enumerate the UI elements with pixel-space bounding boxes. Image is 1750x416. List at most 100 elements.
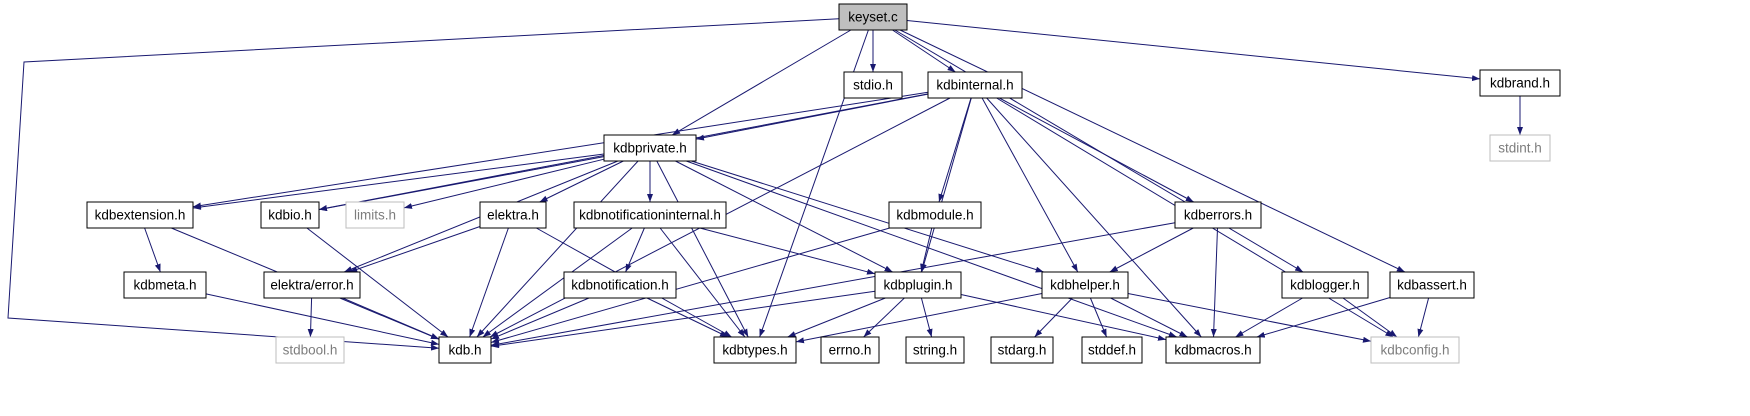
edge-kdbmodule_h-to-kdbplugin_h <box>920 227 933 273</box>
node-stdint_h[interactable]: stdint.h <box>1489 134 1551 162</box>
edge-kdbinternal_h-to-kdbplugin_h <box>921 97 972 273</box>
node-box-elektra_h <box>479 201 547 229</box>
node-box-kdbinternal_h <box>927 71 1023 99</box>
node-label-kdbconfig_h: kdbconfig.h <box>1380 343 1449 358</box>
node-kdbassert_h[interactable]: kdbassert.h <box>1389 271 1475 299</box>
node-stdio_h[interactable]: stdio.h <box>843 71 903 99</box>
node-label-kdbhelper_h: kdbhelper.h <box>1050 278 1120 293</box>
node-kdbmeta_h[interactable]: kdbmeta.h <box>123 271 207 299</box>
edge-kdbprivate_h-to-kdbhelper_h <box>691 160 1044 273</box>
edge-kdbplugin_h-to-kdb_h <box>490 290 876 349</box>
edge-kdbinternal_h-to-kdbmacros_h <box>986 97 1202 338</box>
edge-keyset_c-to-kdbrand_h <box>906 20 1481 82</box>
node-label-stdarg_h: stdarg.h <box>998 343 1047 358</box>
node-kdbplugin_h[interactable]: kdbplugin.h <box>874 271 962 299</box>
node-label-kdbmacros_h: kdbmacros.h <box>1174 343 1251 358</box>
edge-kdbio_h-to-kdb_h <box>306 227 449 338</box>
node-box-kdberrors_h <box>1174 201 1262 229</box>
node-kdbconfig_h[interactable]: kdbconfig.h <box>1370 336 1460 364</box>
edge-kdbinternal_h-to-kdbmodule_h <box>938 97 972 203</box>
node-label-kdb_h: kdb.h <box>448 343 481 358</box>
node-box-kdbtypes_h <box>713 336 797 364</box>
node-kdbrand_h[interactable]: kdbrand.h <box>1479 69 1561 97</box>
node-label-kdbtypes_h: kdbtypes.h <box>722 343 787 358</box>
node-kdb_h[interactable]: kdb.h <box>438 336 492 364</box>
node-limits_h[interactable]: limits.h <box>345 201 405 229</box>
edge-kdbplugin_h-to-kdbmacros_h <box>960 294 1167 341</box>
edge-kdbplugin_h-to-string_h <box>920 297 933 338</box>
node-label-kdbmeta_h: kdbmeta.h <box>133 278 196 293</box>
node-kdbmodule_h[interactable]: kdbmodule.h <box>888 201 982 229</box>
node-label-kdbio_h: kdbio.h <box>268 208 312 223</box>
node-box-stddef_h <box>1081 336 1143 364</box>
edge-kdbprivate_h-to-kdbmacros_h <box>686 160 1177 338</box>
edge-kdbassert_h-to-kdbconfig_h <box>1417 297 1430 338</box>
node-box-kdbnotification_h <box>563 271 677 299</box>
edge-kdbprivate_h-to-limits_h <box>403 158 605 209</box>
node-kdbnotificationinternal_h[interactable]: kdbnotificationinternal.h <box>573 201 727 229</box>
node-box-kdbnotificationinternal_h <box>573 201 727 229</box>
node-kdbhelper_h[interactable]: kdbhelper.h <box>1041 271 1129 299</box>
node-box-kdbrand_h <box>1479 69 1561 97</box>
edge-kdbhelper_h-to-stdarg_h <box>1034 297 1073 338</box>
edge-kdbprivate_h-to-elektra_h <box>539 160 624 203</box>
edge-kdbprivate_h-to-kdb_h <box>476 160 639 338</box>
node-kdblogger_h[interactable]: kdblogger.h <box>1281 271 1369 299</box>
node-errno_h[interactable]: errno.h <box>820 336 880 364</box>
node-box-kdbextension_h <box>86 201 194 229</box>
edge-kdbprivate_h-to-kdbio_h <box>318 156 605 212</box>
node-label-stddef_h: stddef.h <box>1088 343 1136 358</box>
node-box-elektra_error_h <box>263 271 361 299</box>
node-label-stdio_h: stdio.h <box>853 78 893 93</box>
node-label-kdbplugin_h: kdbplugin.h <box>883 278 952 293</box>
node-elektra_error_h[interactable]: elektra/error.h <box>263 271 361 299</box>
node-label-stdint_h: stdint.h <box>1498 141 1542 156</box>
edge-kdbplugin_h-to-errno_h <box>863 297 905 338</box>
node-label-kdbprivate_h: kdbprivate.h <box>613 141 687 156</box>
node-box-stdarg_h <box>990 336 1054 364</box>
node-stdarg_h[interactable]: stdarg.h <box>990 336 1054 364</box>
node-box-kdbassert_h <box>1389 271 1475 299</box>
node-box-kdbmodule_h <box>888 201 982 229</box>
node-string_h[interactable]: string.h <box>905 336 965 364</box>
node-label-limits_h: limits.h <box>354 208 396 223</box>
node-kdberrors_h[interactable]: kdberrors.h <box>1174 201 1262 229</box>
node-kdbmacros_h[interactable]: kdbmacros.h <box>1165 336 1261 364</box>
node-box-kdblogger_h <box>1281 271 1369 299</box>
node-stddef_h[interactable]: stddef.h <box>1081 336 1143 364</box>
node-kdbinternal_h[interactable]: kdbinternal.h <box>927 71 1023 99</box>
node-box-kdbplugin_h <box>874 271 962 299</box>
node-label-kdbnotificationinternal_h: kdbnotificationinternal.h <box>579 208 721 223</box>
node-box-kdbio_h <box>260 201 320 229</box>
node-kdbio_h[interactable]: kdbio.h <box>260 201 320 229</box>
node-label-kdbinternal_h: kdbinternal.h <box>936 78 1013 93</box>
edge-kdbhelper_h-to-kdbmacros_h <box>1110 297 1188 338</box>
node-kdbnotification_h[interactable]: kdbnotification.h <box>563 271 677 299</box>
edge-kdbhelper_h-to-stddef_h <box>1089 297 1108 338</box>
edge-kdbinternal_h-to-kdbextension_h <box>192 91 929 209</box>
node-kdbtypes_h[interactable]: kdbtypes.h <box>713 336 797 364</box>
edge-keyset_c-to-kdbinternal_h <box>892 29 956 73</box>
edge-kdbnotificationinternal_h-to-kdb_h <box>482 227 633 338</box>
node-box-kdb_h <box>438 336 492 364</box>
edge-kdbhelper_h-to-kdbconfig_h <box>1127 293 1372 343</box>
node-elektra_h[interactable]: elektra.h <box>479 201 547 229</box>
edge-kdbnotification_h-to-kdb_h <box>490 297 590 340</box>
edge-kdbnotificationinternal_h-to-kdbtypes_h <box>659 227 746 338</box>
node-label-kdberrors_h: kdberrors.h <box>1184 208 1252 223</box>
edge-keyset_c-to-kdbprivate_h <box>671 29 852 136</box>
node-box-kdbhelper_h <box>1041 271 1129 299</box>
node-kdbprivate_h[interactable]: kdbprivate.h <box>603 134 697 162</box>
edge-kdbprivate_h-to-kdbtypes_h <box>656 160 749 338</box>
node-box-limits_h <box>345 201 405 229</box>
node-stdbool_h[interactable]: stdbool.h <box>275 336 345 364</box>
edge-kdberrors_h-to-kdbhelper_h <box>1109 227 1194 273</box>
edge-elektra_error_h-to-stdbool_h <box>307 297 314 338</box>
edge-kdblogger_h-to-kdbmacros_h <box>1235 297 1303 338</box>
edge-kdbnotificationinternal_h-to-kdbnotification_h <box>625 227 645 273</box>
node-kdbextension_h[interactable]: kdbextension.h <box>86 201 194 229</box>
edge-kdbmodule_h-to-kdb_h <box>490 227 890 344</box>
node-box-stdio_h <box>843 71 903 99</box>
node-box-errno_h <box>820 336 880 364</box>
edge-kdberrors_h-to-kdb_h <box>490 222 1176 347</box>
